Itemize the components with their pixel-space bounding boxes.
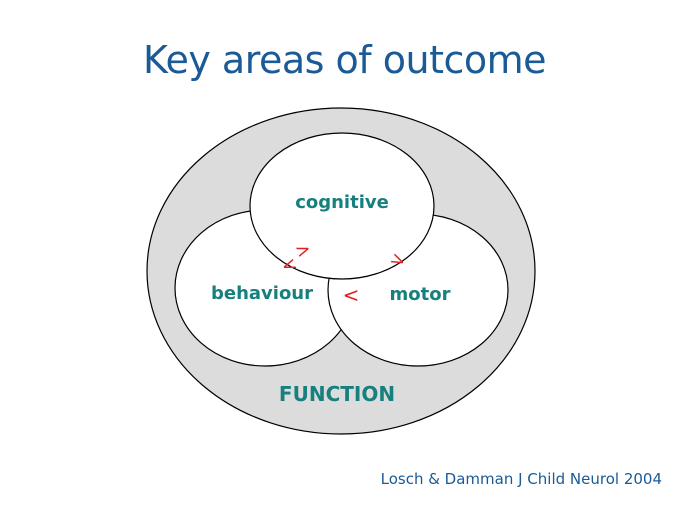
cognitive-label: cognitive	[295, 192, 389, 213]
citation: Losch & Damman J Child Neurol 2004	[380, 470, 662, 488]
motor-label: motor	[390, 284, 451, 305]
behaviour-label: behaviour	[211, 283, 313, 304]
arrow-behaviour-motor: <	[343, 283, 360, 307]
cognitive-circle	[249, 132, 435, 280]
arrow-cognitive-to-behaviour: >	[292, 238, 313, 263]
function-label: FUNCTION	[279, 382, 395, 406]
arrow-behaviour-to-cognitive: <	[278, 253, 299, 278]
slide-title: Key areas of outcome	[142, 38, 547, 82]
